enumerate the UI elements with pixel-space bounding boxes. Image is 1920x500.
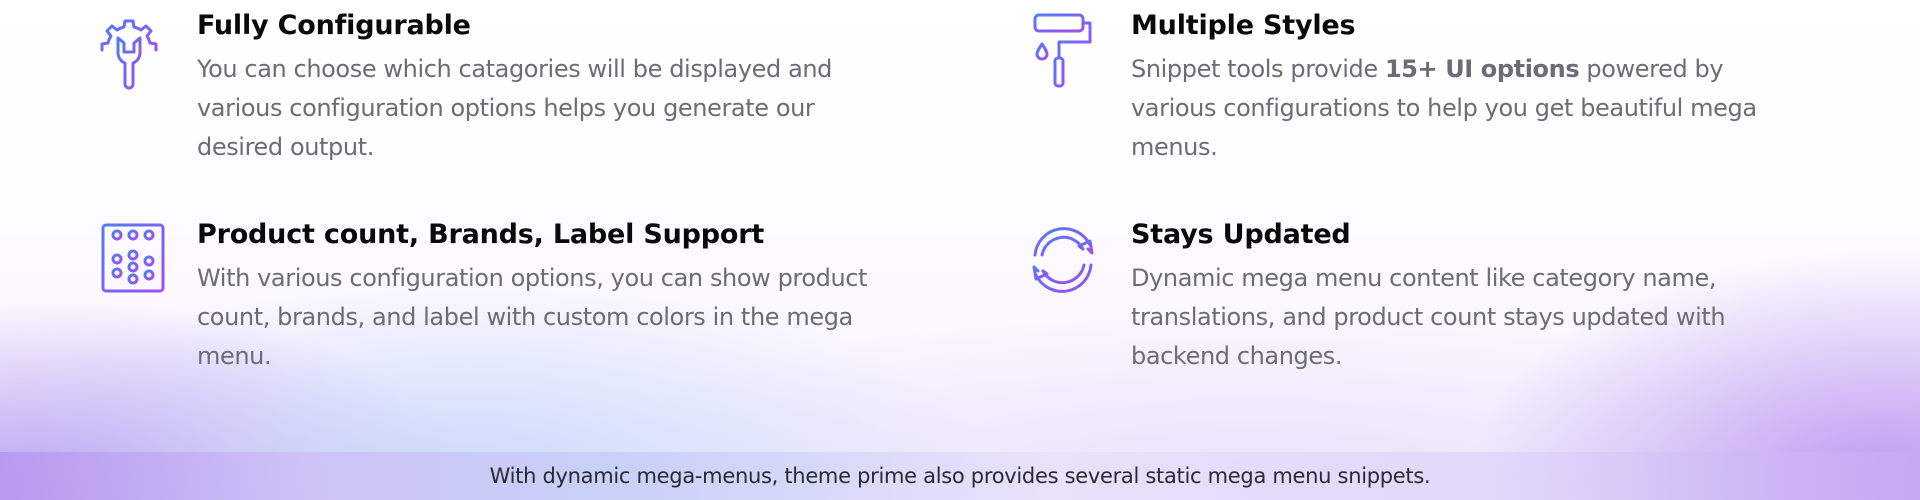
feature-description: With various configuration options, you … bbox=[197, 264, 868, 370]
feature-title: Product count, Brands, Label Support bbox=[197, 219, 765, 250]
feature-description: Snippet tools provide 15+ UI options pow… bbox=[1131, 50, 1811, 167]
feature-title: Fully Configurable bbox=[197, 10, 471, 41]
paint-roller-icon bbox=[1033, 13, 1092, 88]
info-bar: With dynamic mega-menus, theme prime als… bbox=[0, 452, 1920, 500]
abacus-icon bbox=[101, 223, 165, 293]
feature-title: Stays Updated bbox=[1131, 219, 1351, 250]
description-highlight: 15+ UI options bbox=[1384, 55, 1580, 83]
refresh-icon bbox=[1032, 227, 1094, 293]
wrench-gear-icon bbox=[100, 19, 158, 90]
description-text: powered by various configurations to hel… bbox=[1131, 55, 1757, 161]
feature-description: You can choose which catagories will be … bbox=[197, 55, 833, 161]
info-bar-text: With dynamic mega-menus, theme prime als… bbox=[489, 464, 1431, 488]
feature-title: Multiple Styles bbox=[1131, 10, 1356, 41]
description-text: Snippet tools provide bbox=[1131, 55, 1385, 83]
feature-description: Dynamic mega menu content like category … bbox=[1131, 264, 1726, 370]
